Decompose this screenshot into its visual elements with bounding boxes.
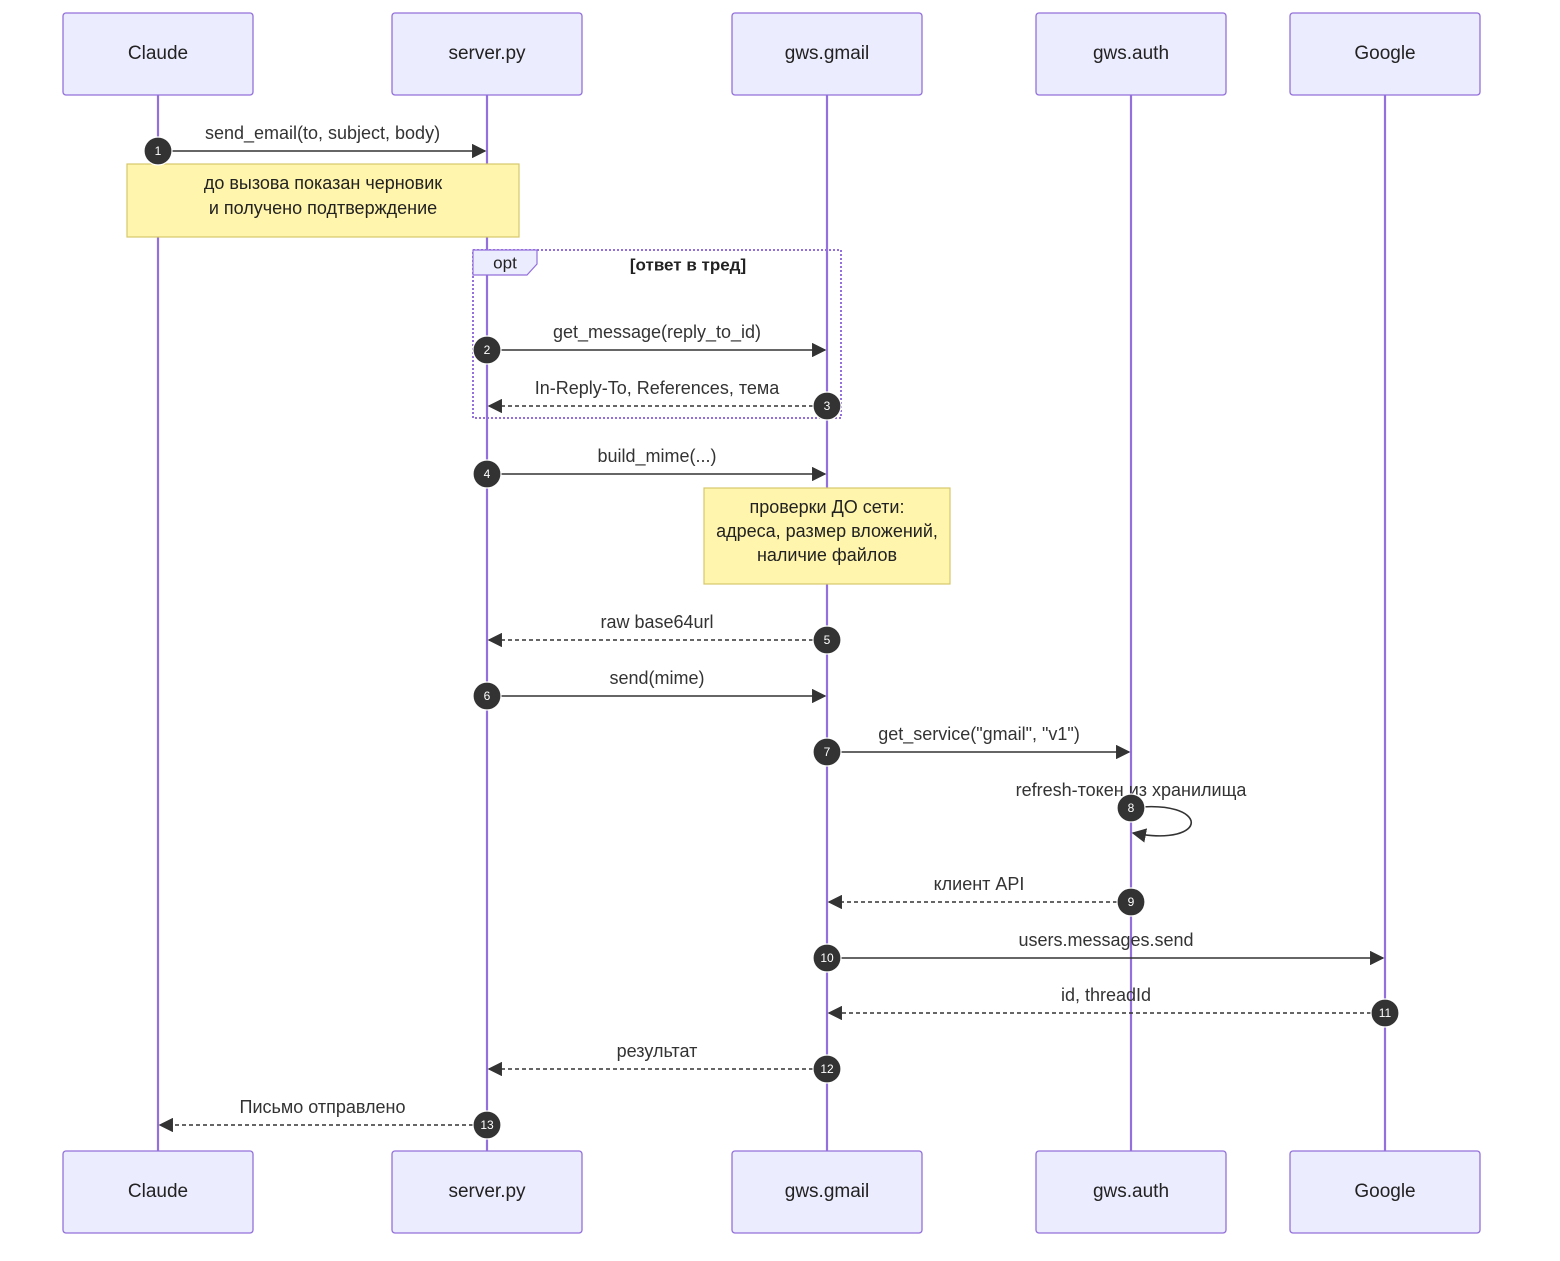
message-11: id, threadId 11 [827, 985, 1400, 1028]
opt-condition: [ответ в тред] [630, 255, 746, 274]
sequence-number-badge [812, 737, 842, 767]
sequence-number: 12 [820, 1062, 834, 1076]
message-10: users.messages.send 10 [812, 930, 1385, 973]
sequence-number: 2 [484, 343, 491, 357]
note-line: проверки ДО сети: [750, 497, 905, 517]
participant-server-top: server.py [391, 12, 583, 96]
message-label: raw base64url [600, 612, 713, 632]
participant-server-bottom: server.py [391, 1150, 583, 1234]
participant-gmail-top: gws.gmail [731, 12, 923, 96]
sequence-number: 8 [1128, 801, 1135, 815]
message-label: In-Reply-To, References, тема [535, 378, 781, 398]
self-arrow [1130, 805, 1192, 843]
participant-box [62, 12, 254, 96]
participant-google-top: Google [1289, 12, 1481, 96]
note-1: до вызова показан черновик и получено под… [126, 163, 520, 238]
participant-label: server.py [448, 43, 526, 64]
participant-label: Claude [128, 43, 188, 64]
sequence-number-badge [1116, 887, 1146, 917]
sequence-number: 10 [820, 951, 834, 965]
note-box [703, 487, 951, 585]
participant-box [1035, 1150, 1227, 1234]
sequence-number-badge [812, 943, 842, 973]
participant-box [1289, 1150, 1481, 1234]
sequence-number: 11 [1379, 1006, 1392, 1020]
participant-box [731, 1150, 923, 1234]
sequence-number-badge [472, 1110, 502, 1140]
participant-box [391, 1150, 583, 1234]
message-9: клиент API 9 [827, 874, 1146, 917]
message-13: Письмо отправлено 13 [158, 1097, 502, 1140]
participant-gmail-bottom: gws.gmail [731, 1150, 923, 1234]
participant-label: gws.auth [1093, 43, 1169, 64]
participant-label: gws.gmail [785, 1181, 869, 1202]
participant-claude-bottom: Claude [62, 1150, 254, 1234]
message-3: In-Reply-To, References, тема 3 [487, 378, 842, 421]
message-12: результат 12 [487, 1041, 842, 1084]
message-label: get_service("gmail", "v1") [878, 724, 1080, 745]
participant-box [1035, 12, 1227, 96]
sequence-number: 4 [484, 467, 491, 481]
participant-label: server.py [448, 1181, 526, 1202]
message-label: клиент API [934, 874, 1025, 894]
participant-auth-top: gws.auth [1035, 12, 1227, 96]
sequence-number-badge [472, 681, 502, 711]
sequence-number-badge [812, 391, 842, 421]
participant-google-bottom: Google [1289, 1150, 1481, 1234]
sequence-number: 1 [155, 144, 162, 158]
message-label: refresh-токен из хранилища [1016, 780, 1248, 800]
opt-block: opt [ответ в тред] [472, 249, 842, 419]
participant-auth-bottom: gws.auth [1035, 1150, 1227, 1234]
message-label: send_email(to, subject, body) [205, 123, 440, 144]
sequence-number: 3 [824, 399, 831, 413]
message-4: build_mime(...) 4 [472, 446, 827, 489]
sequence-number: 13 [480, 1118, 494, 1132]
message-label: build_mime(...) [597, 446, 716, 467]
note-line: адреса, размер вложений, [716, 521, 938, 541]
participant-label: gws.gmail [785, 43, 869, 64]
opt-label: opt [493, 253, 517, 272]
participant-label: Google [1354, 43, 1415, 64]
sequence-number-badge [1370, 998, 1400, 1028]
sequence-number: 7 [824, 745, 831, 759]
sequence-number: 9 [1128, 895, 1135, 909]
participant-box [1289, 12, 1481, 96]
message-label: результат [617, 1041, 698, 1061]
note-line: наличие файлов [757, 545, 897, 565]
message-1: send_email(to, subject, body) 1 [143, 123, 487, 166]
participant-claude-top: Claude [62, 12, 254, 96]
participant-label: gws.auth [1093, 1181, 1169, 1202]
sequence-number: 5 [824, 633, 831, 647]
note-box [126, 163, 520, 238]
message-5: raw base64url 5 [487, 612, 842, 655]
note-line: и получено подтверждение [209, 198, 437, 218]
message-label: users.messages.send [1018, 930, 1193, 950]
sequence-number-badge [1116, 793, 1146, 823]
sequence-number-badge [472, 459, 502, 489]
message-7: get_service("gmail", "v1") 7 [812, 724, 1131, 767]
note-line: до вызова показан черновик [204, 173, 442, 193]
participant-label: Google [1354, 1181, 1415, 1202]
sequence-number: 6 [484, 689, 491, 703]
participant-box [391, 12, 583, 96]
message-label: id, threadId [1061, 985, 1151, 1005]
message-6: send(mime) 6 [472, 668, 827, 711]
sequence-number-badge [143, 136, 173, 166]
message-label: get_message(reply_to_id) [553, 322, 761, 343]
message-2: get_message(reply_to_id) 2 [472, 322, 827, 365]
message-label: Письмо отправлено [240, 1097, 406, 1117]
note-2: проверки ДО сети: адреса, размер вложений… [703, 487, 951, 585]
participant-box [731, 12, 923, 96]
participant-box [62, 1150, 254, 1234]
message-label: send(mime) [609, 668, 704, 688]
sequence-number-badge [812, 1054, 842, 1084]
sequence-number-badge [812, 625, 842, 655]
sequence-number-badge [472, 335, 502, 365]
participant-label: Claude [128, 1181, 188, 1202]
